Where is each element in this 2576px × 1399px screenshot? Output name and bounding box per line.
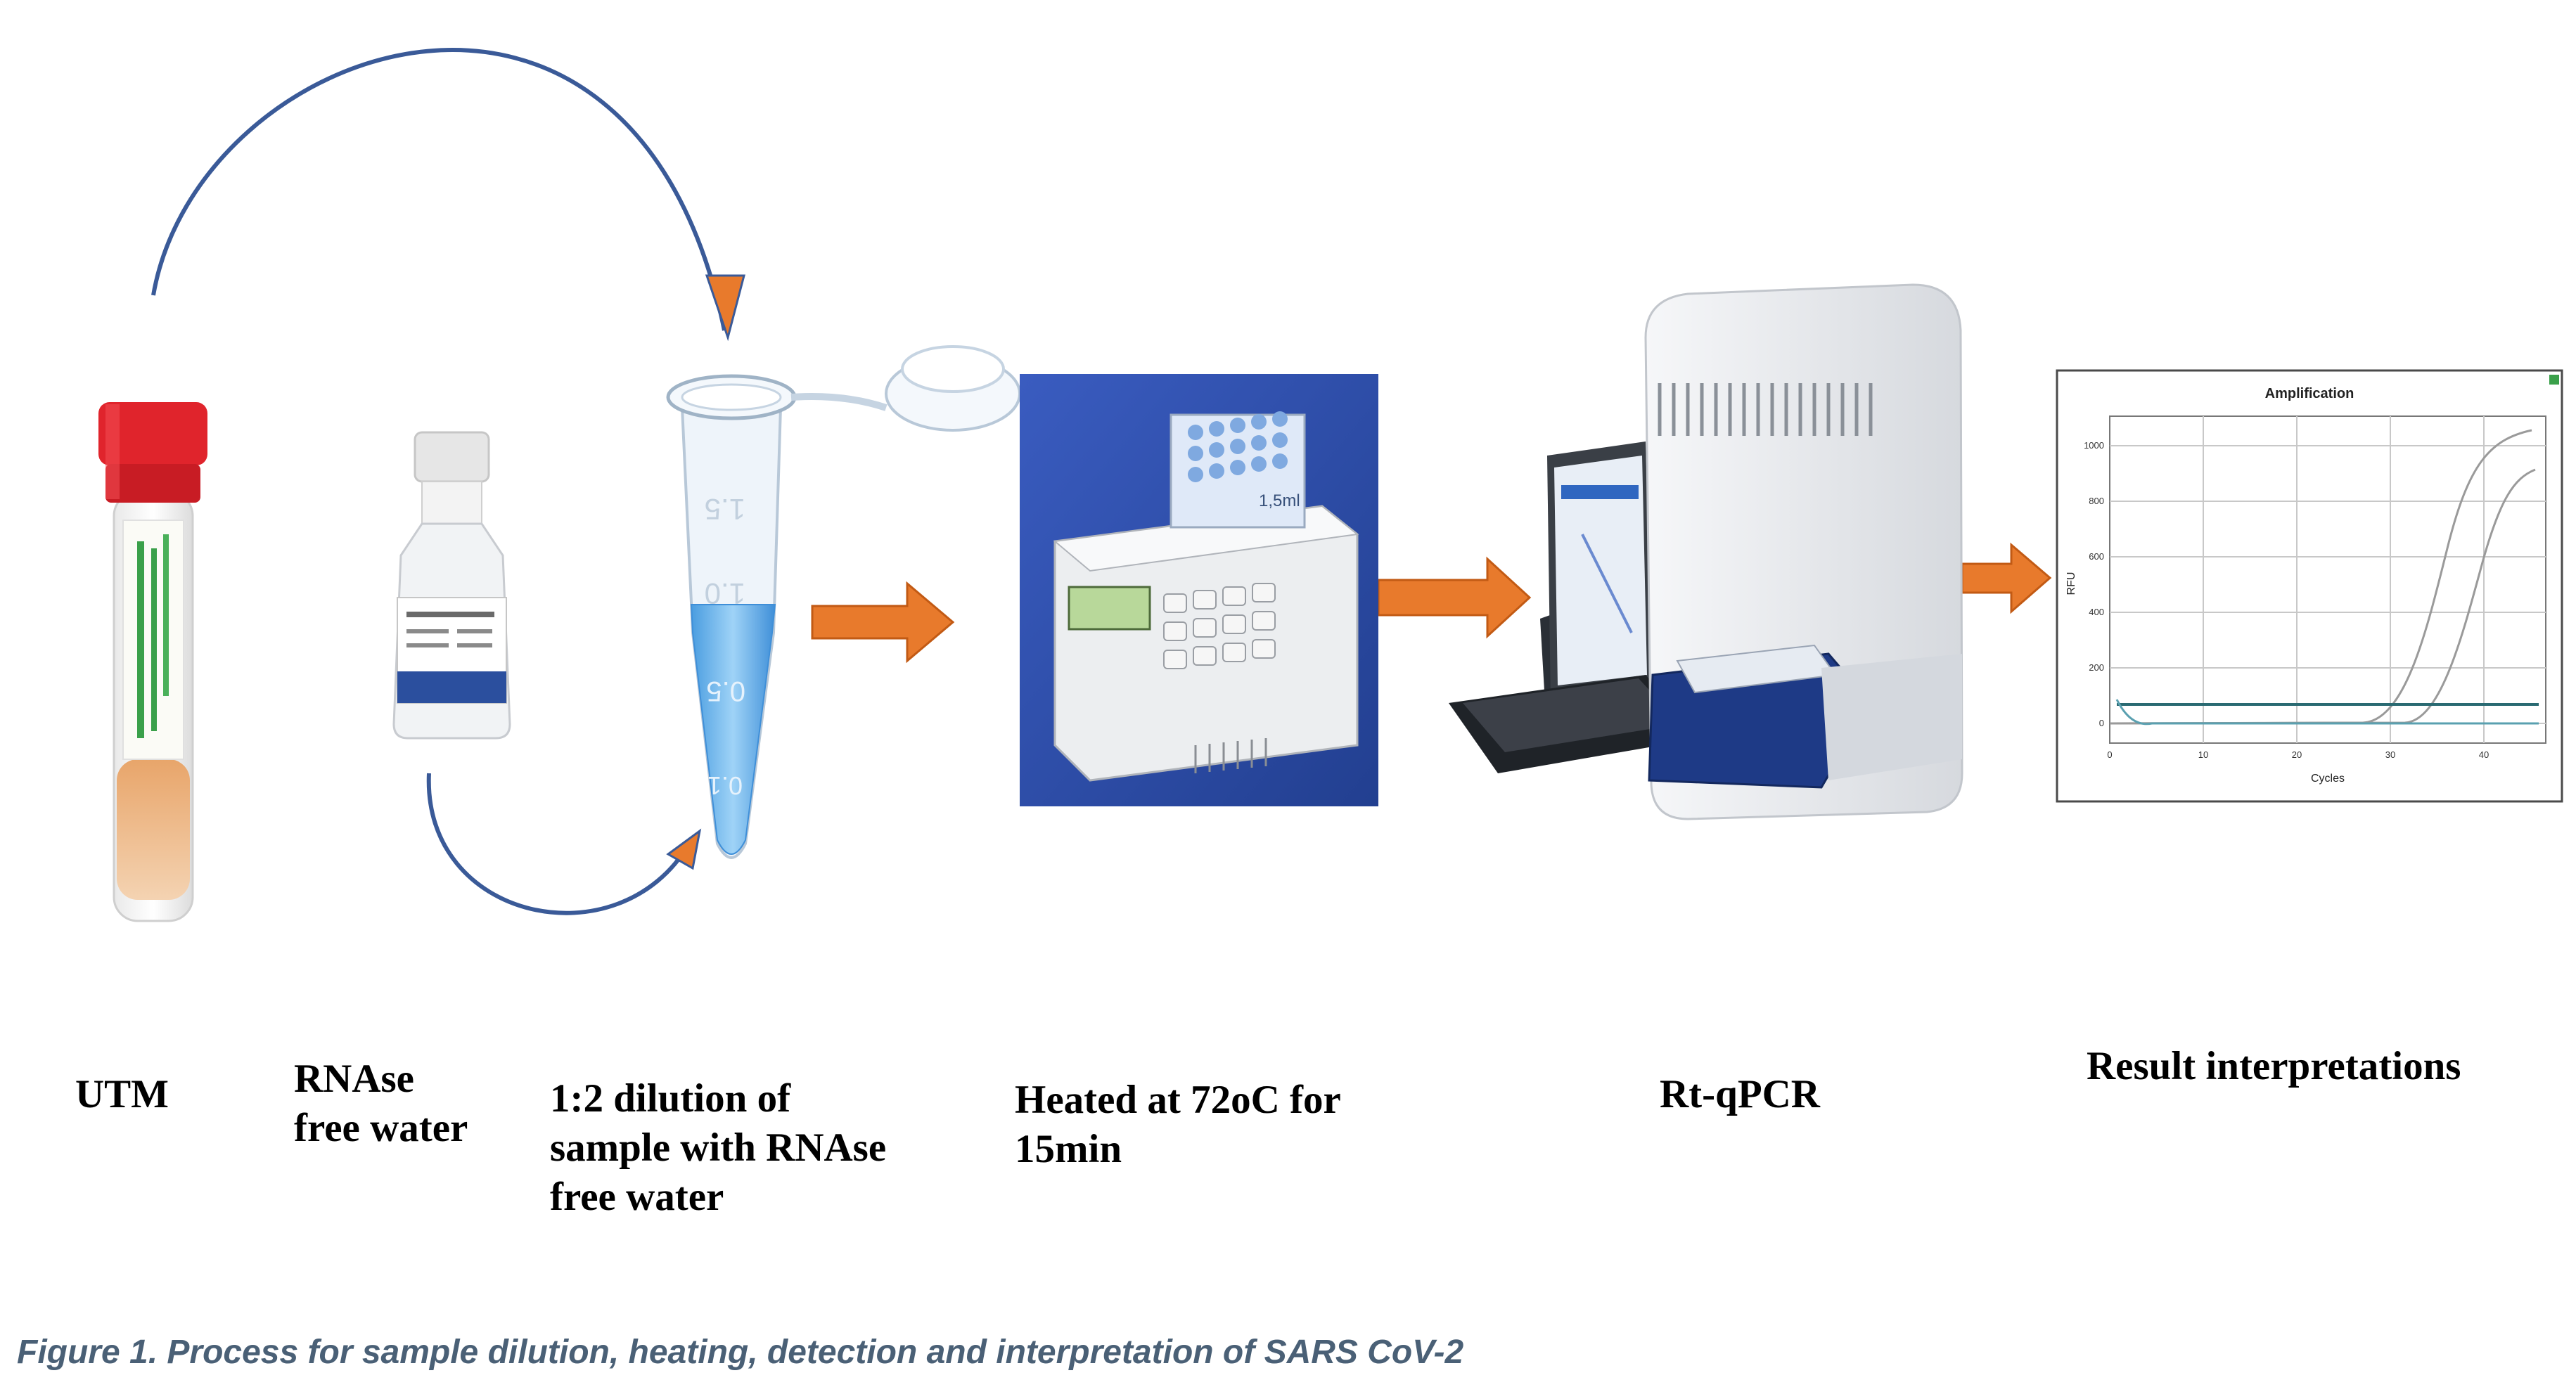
utm-tube-image	[98, 402, 207, 922]
pcr-machine-image	[1449, 283, 1963, 820]
arrow-1	[811, 581, 955, 664]
heater-image: 1,5ml	[1020, 374, 1378, 806]
step-label-result: Result interpretations	[2087, 1044, 2461, 1088]
result-y-tick-400: 400	[2089, 607, 2104, 617]
tube-mark-0-5: 0.5	[706, 676, 745, 707]
result-y-tick-200: 200	[2089, 662, 2104, 673]
result-y-tick-1000: 1000	[2084, 440, 2104, 451]
result-baseline	[2115, 699, 2539, 726]
result-x-tick-20: 20	[2292, 749, 2302, 760]
curve-arrow-water-to-tube	[426, 773, 702, 915]
step-label-pcr: Rt-qPCR	[1660, 1072, 1820, 1116]
result-curve-1	[2109, 429, 2532, 725]
result-y-label: RFU	[2065, 572, 2077, 595]
arrow-3	[1961, 542, 2052, 614]
result-y-tick-600: 600	[2089, 551, 2104, 562]
water-bottle-image	[392, 431, 511, 740]
tube-mark-1-0: 1.0	[705, 577, 745, 610]
result-x-tick-30: 30	[2385, 749, 2395, 760]
result-y-tick-800: 800	[2089, 496, 2104, 506]
result-chart-image: Amplification 1000 800 600 400 200 0 0 1…	[2056, 369, 2563, 803]
step-label-heat: Heated at 72oC for 15min	[1015, 1078, 1341, 1171]
step-label-utm: UTM	[75, 1072, 169, 1116]
eppendorf-tube-image: 1.5 1.0 0.5 0.1	[666, 345, 1021, 859]
arrow-2	[1377, 556, 1532, 639]
figure-caption: Figure 1. Process for sample dilution, h…	[17, 1334, 1464, 1371]
result-x-tick-0: 0	[2107, 749, 2112, 760]
step-label-dilution: 1:2 dilution of sample with RNAse free w…	[550, 1076, 887, 1219]
result-curve-2	[2109, 468, 2536, 725]
result-x-label: Cycles	[2311, 773, 2345, 785]
heater-block-label: 1,5ml	[1259, 491, 1300, 510]
result-x-tick-10: 10	[2198, 749, 2208, 760]
step-label-water: RNAse free water	[294, 1057, 468, 1150]
tube-mark-0-1: 0.1	[707, 771, 743, 800]
tube-mark-1-5: 1.5	[705, 493, 745, 526]
result-y-tick-0: 0	[2099, 718, 2104, 728]
result-chart-title: Amplification	[2265, 386, 2354, 401]
result-x-tick-40: 40	[2479, 749, 2489, 760]
curve-arrow-utm-to-tube	[151, 48, 745, 342]
